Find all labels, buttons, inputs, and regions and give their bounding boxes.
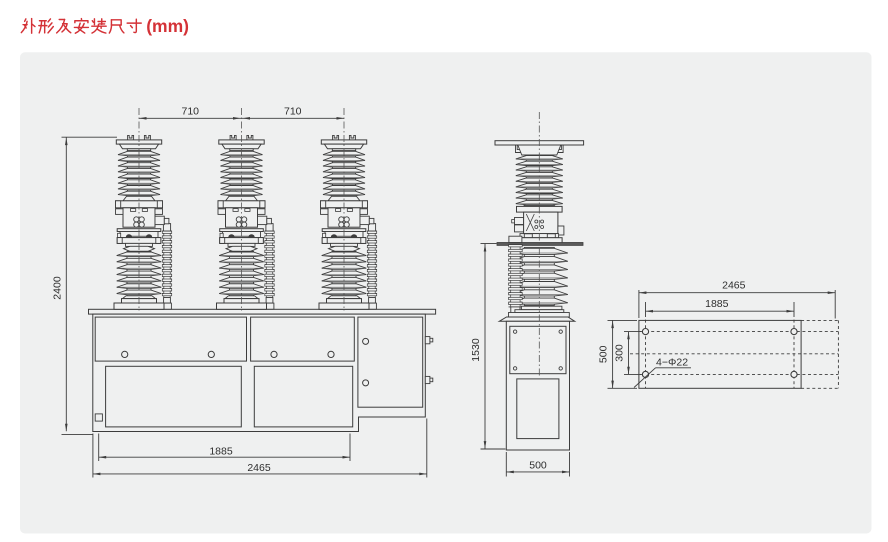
svg-text:710: 710 [181,106,199,118]
svg-text:710: 710 [284,106,302,118]
svg-text:1885: 1885 [209,445,233,457]
svg-text:(mm): (mm) [146,16,189,36]
svg-text:1530: 1530 [470,338,482,362]
svg-text:4−Φ22: 4−Φ22 [656,356,688,368]
svg-text:2400: 2400 [52,276,64,300]
svg-text:500: 500 [529,460,547,472]
svg-text:300: 300 [613,344,625,362]
svg-text:2465: 2465 [247,462,271,474]
svg-text:1885: 1885 [705,298,729,310]
svg-text:2465: 2465 [722,280,746,292]
svg-text:500: 500 [597,345,609,363]
